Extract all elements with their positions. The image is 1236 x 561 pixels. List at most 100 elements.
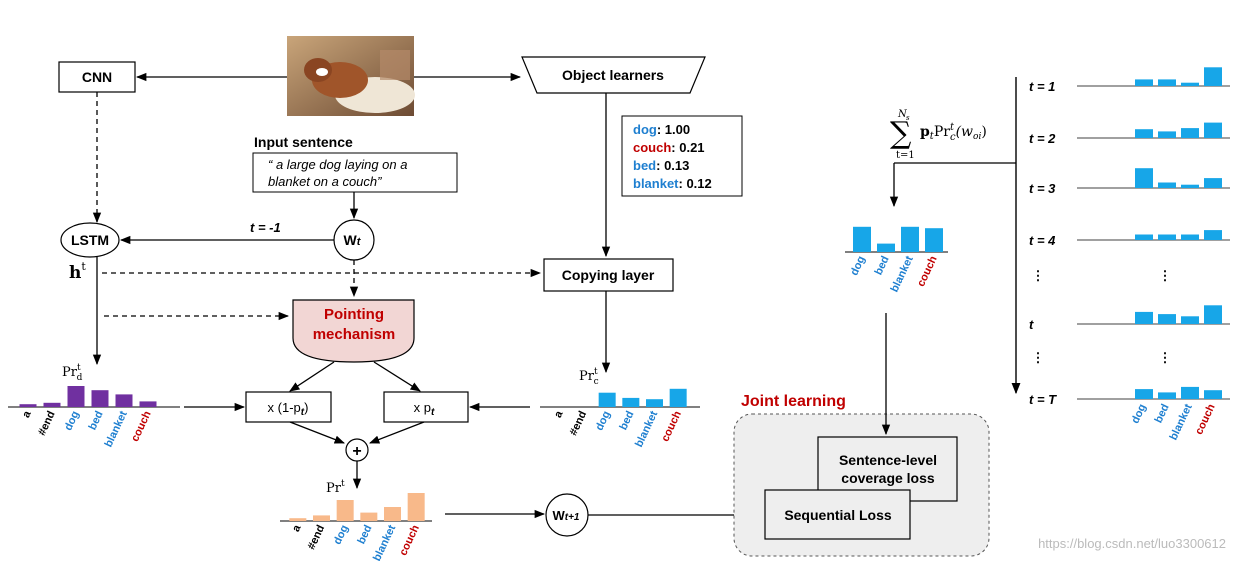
wt1-label: Wt+1 bbox=[552, 508, 579, 523]
object-score-blanket: blanket: 0.12 bbox=[633, 176, 712, 191]
object-score-couch: couch: 0.21 bbox=[633, 140, 705, 155]
bar-bed bbox=[622, 397, 640, 407]
timestep-bar bbox=[1204, 305, 1222, 324]
tick-label: bed bbox=[355, 523, 374, 546]
object-learners-box bbox=[521, 56, 706, 94]
sentence-coverage-line2: coverage loss bbox=[841, 470, 935, 486]
timestep-bar bbox=[1135, 129, 1153, 138]
timestep-label: t bbox=[1029, 317, 1034, 332]
tick-label: blanket bbox=[889, 254, 916, 294]
p-label: x pt bbox=[414, 400, 435, 418]
timestep-label: t = 4 bbox=[1029, 233, 1056, 248]
timestep-tick-label: dog bbox=[1129, 402, 1148, 425]
tick-label: couch bbox=[397, 523, 422, 558]
sentence-coverage-line1: Sentence-level bbox=[839, 452, 937, 468]
bar-blanket bbox=[646, 399, 663, 407]
bar-bed bbox=[91, 390, 109, 407]
cnn-box bbox=[58, 61, 136, 93]
svg-text:s: s bbox=[906, 114, 910, 122]
pointing-line2: mechanism bbox=[313, 326, 396, 343]
tick-label: couch bbox=[915, 254, 940, 289]
plus-label: + bbox=[352, 443, 361, 460]
timestep-bar bbox=[1135, 311, 1153, 324]
bar-couch bbox=[407, 493, 425, 521]
input-sentence-line1: “ a large dog laying on a bbox=[268, 157, 407, 172]
timestep-bar bbox=[1204, 67, 1222, 86]
tick-label: bed bbox=[617, 409, 636, 432]
bar-dog bbox=[598, 392, 616, 407]
bar-bed bbox=[360, 512, 378, 521]
tick-label: dog bbox=[62, 409, 81, 432]
timestep-bar bbox=[1158, 182, 1176, 188]
one-minus-p-label: x (1-pt) bbox=[268, 400, 309, 418]
tick-label: blanket bbox=[633, 409, 660, 449]
bar-bed bbox=[877, 243, 895, 252]
tick-label: a bbox=[552, 408, 566, 419]
pointing-mechanism-box bbox=[292, 299, 415, 363]
timestep-bar bbox=[1135, 168, 1153, 188]
tick-label: dog bbox=[593, 409, 612, 432]
tick-label: dog bbox=[848, 254, 867, 277]
p-box bbox=[383, 391, 469, 423]
timestep-label: t = 1 bbox=[1029, 79, 1055, 94]
timestep-label: t = T bbox=[1029, 392, 1057, 407]
svg-text:N: N bbox=[897, 109, 908, 120]
tick-label: a bbox=[20, 408, 34, 419]
wt-label: Wt bbox=[344, 232, 362, 248]
timestep-tick-label: bed bbox=[1153, 402, 1172, 425]
bar-couch bbox=[669, 388, 687, 407]
ellipsis-right: ⋮ bbox=[1159, 268, 1172, 283]
timestep-bar bbox=[1181, 184, 1199, 188]
timestep-label: t = 2 bbox=[1029, 131, 1056, 146]
timestep-bar bbox=[1204, 122, 1222, 138]
tick-label: blanket bbox=[371, 523, 398, 561]
timestep-tick-label: couch bbox=[1193, 402, 1218, 437]
bar-blanket bbox=[901, 226, 919, 252]
timestep-bar bbox=[1158, 314, 1176, 324]
bar-couch bbox=[139, 401, 157, 407]
tick-label: couch bbox=[129, 409, 154, 444]
bar-dog bbox=[67, 386, 85, 407]
tick-label: bed bbox=[873, 254, 892, 277]
timestep-label: t = 3 bbox=[1029, 181, 1056, 196]
timestep-bar bbox=[1181, 82, 1199, 86]
ht-label: ht bbox=[69, 260, 86, 283]
bar-couch bbox=[925, 228, 943, 252]
timestep-tick-label: blanket bbox=[1168, 402, 1195, 442]
tick-label: couch bbox=[659, 409, 684, 444]
bar-end bbox=[313, 515, 330, 521]
sequential-loss-box bbox=[764, 489, 911, 540]
tick-label: dog bbox=[331, 523, 350, 546]
ellipsis-left: ⋮ bbox=[1032, 350, 1045, 365]
timestep-bar bbox=[1204, 178, 1222, 188]
object-scores-box bbox=[621, 115, 743, 197]
copying-layer-box bbox=[543, 258, 674, 292]
object-score-bed: bed: 0.13 bbox=[633, 158, 689, 173]
dog-photo bbox=[287, 36, 415, 116]
timestep-bar bbox=[1181, 316, 1199, 324]
timestep-bar bbox=[1158, 392, 1176, 399]
timestep-bar bbox=[1135, 79, 1153, 86]
bar-a bbox=[19, 404, 37, 407]
bar-dog bbox=[853, 226, 871, 252]
t-minus1-label: t = -1 bbox=[250, 220, 281, 235]
timestep-bar bbox=[1135, 234, 1153, 240]
timestep-bar bbox=[1181, 234, 1199, 240]
tick-label: blanket bbox=[103, 409, 130, 449]
timestep-bar bbox=[1181, 386, 1199, 399]
tick-label: #end bbox=[305, 523, 327, 551]
ellipsis-left: ⋮ bbox=[1032, 268, 1045, 283]
tick-label: #end bbox=[567, 409, 589, 437]
timestep-bar bbox=[1135, 389, 1153, 399]
lstm-node bbox=[60, 222, 120, 258]
pointing-line1: Pointing bbox=[324, 306, 384, 323]
joint-learning-title: Joint learning bbox=[741, 393, 846, 410]
cnn-label: CNN bbox=[82, 69, 112, 85]
